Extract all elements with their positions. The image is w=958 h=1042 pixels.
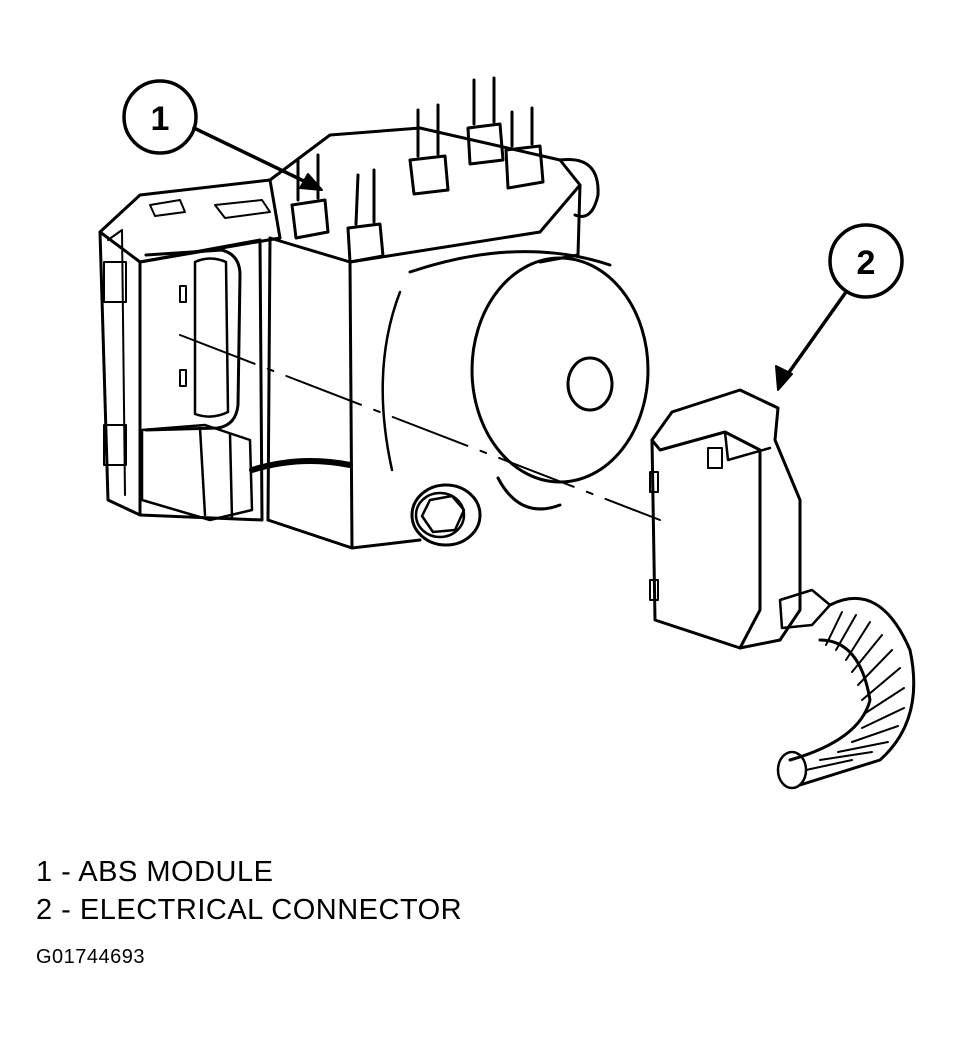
callout-1: 1 xyxy=(122,79,323,191)
callout-1-number: 1 xyxy=(151,100,170,138)
abs-module-drawing xyxy=(98,76,661,550)
figure-id: G01744693 xyxy=(36,946,146,968)
callout-1-arrowhead xyxy=(299,173,323,191)
legend-item-electrical-connector: 2 - ELECTRICAL CONNECTOR xyxy=(36,894,463,926)
callout-2-arrowhead xyxy=(775,365,793,391)
electrical-connector-drawing xyxy=(649,388,916,790)
callout-1-circle xyxy=(122,79,198,155)
legend-item-abs-module: 1 - ABS MODULE xyxy=(36,856,274,888)
callout-2: 2 xyxy=(775,223,904,391)
callout-2-number: 2 xyxy=(857,244,876,282)
callout-2-circle xyxy=(828,223,904,299)
callout-1-leader xyxy=(192,126,314,187)
abs-module-illustration: 1 2 xyxy=(98,76,916,790)
callout-2-leader xyxy=(783,290,848,380)
